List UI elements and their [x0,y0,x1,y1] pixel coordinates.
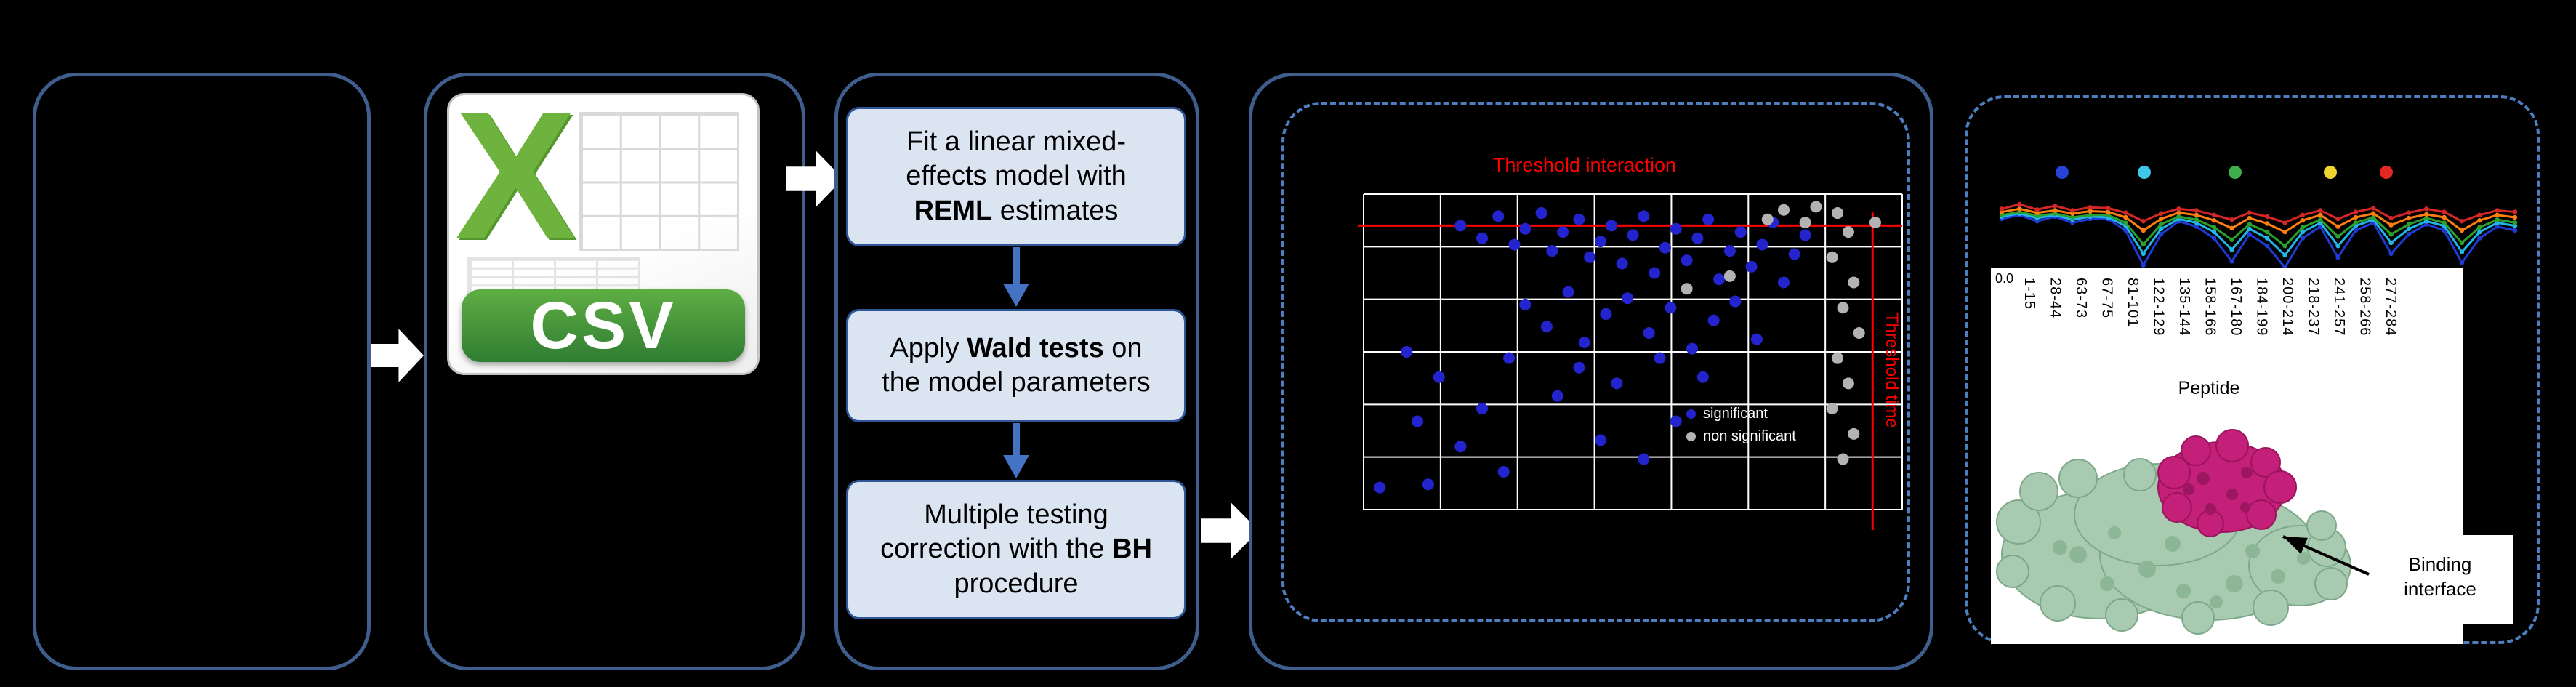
peptide-tick-labels: 1-15 28-44 63-73 67-75 81-101 122-129 135-144 1… [2021,278,2428,379]
peptide-tick-label: 241-257 [2331,278,2347,337]
peptide-tick-label: 218-237 [2305,278,2322,337]
timepoint-dot-icon [2056,166,2069,179]
legend-dot-icon [1686,432,1696,441]
timepoint-dot-icon [2324,166,2337,179]
peptide-tick-label: 81-101 [2125,278,2141,328]
step-wald-tests: Apply Wald tests on the model parameters [846,309,1186,422]
spreadsheet-grid [579,111,739,251]
step-text-post: on the model parameters [882,332,1151,398]
step-fit-model: Fit a linear mixed-effects model with RE… [846,107,1186,246]
peptide-tick-label: 28-44 [2047,278,2064,319]
timepoint-dot-icon [2380,166,2393,179]
peptide-tick-label: 63-73 [2073,278,2089,319]
down-arrow-icon [1003,247,1029,307]
threshold-time-label: Threshold time [1882,313,1901,428]
flow-arrow-icon [371,329,424,382]
legend-label: significant [1703,406,1768,422]
peptide-tick-label: 200-214 [2279,278,2295,337]
peptide-tick-label: 158-166 [2202,278,2218,337]
step-text-bold: BH [1112,534,1152,565]
peptide-tick-label: 277-284 [2383,278,2399,337]
timepoint-dot-icon [2229,166,2242,179]
step-text-bold: REML [914,195,993,226]
threshold-interaction-label: Threshold interaction [1492,154,1677,176]
peptide-tick-label: 258-266 [2356,278,2373,337]
y-axis-tick-label: 0.0 [1995,271,2014,286]
step-text: Fit a linear mixed-effects model with RE… [867,125,1165,228]
protein-surface [1996,458,2351,635]
legend-item: non significant [1686,428,1796,445]
csv-file-icon: X CSV [447,75,760,375]
step-text-pre: Apply [890,332,967,363]
peptide-tick-label: 167-180 [2228,278,2244,337]
step-text-post: procedure [954,568,1079,599]
peptide-tick-label: 135-144 [2176,278,2192,337]
annotation-arrow [2282,535,2370,576]
step-text-pre: Fit a linear mixed-effects model with [906,126,1127,192]
csv-banner-label: CSV [461,289,746,363]
timepoint-legend-dots [1991,166,2529,180]
protein-surface-texture [2053,526,2310,608]
scatter-legend: significant non significant [1686,406,1796,445]
binding-interface-texture [2183,467,2253,515]
step-text-pre: Multiple testing correction with the [880,499,1113,565]
binding-interface-label: Binding interface [2371,544,2509,611]
excel-x-logo: X [455,73,576,276]
peptide-tick-label: 67-75 [2098,278,2115,319]
step-bh-correction: Multiple testing correction with the BH … [846,480,1186,619]
legend-dot-icon [1686,409,1696,419]
step-text-post: estimates [992,195,1119,226]
step-text: Apply Wald tests on the model parameters [867,332,1165,400]
timepoint-dot-icon [2138,166,2151,179]
scatter-dashed-frame [1281,102,1910,622]
peptide-tick-label: 1-15 [2021,278,2037,310]
interaction-scatter-plot [1358,193,1903,530]
down-arrow-icon [1003,423,1029,478]
peptide-axis-title: Peptide [2178,378,2240,398]
legend-label: non significant [1703,428,1796,444]
peptide-tick-label: 122-129 [2150,278,2167,337]
legend-item: significant [1686,406,1796,422]
spreadsheet-grid [467,256,640,296]
uptake-line-chart [1999,201,2518,270]
step-text: Multiple testing correction with the BH … [867,498,1165,600]
peptide-tick-label: 184-199 [2253,278,2270,337]
step-text-bold: Wald tests [967,332,1104,363]
binding-interface-region [2157,429,2297,537]
input-data-box [33,73,371,670]
